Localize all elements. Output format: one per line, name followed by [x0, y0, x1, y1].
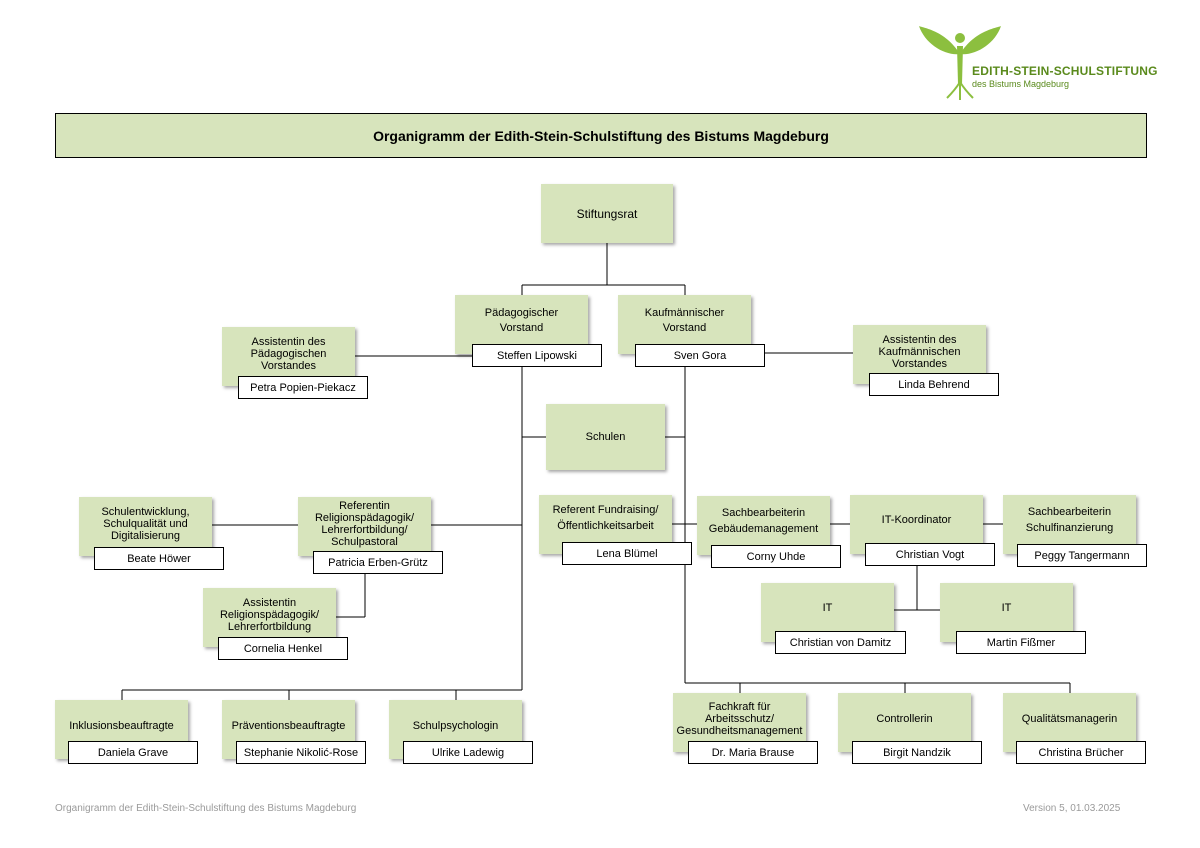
node-referentin-religion-person: Patricia Erben-Grütz: [313, 551, 443, 574]
node-qualitaet-role: Qualitätsmanagerin: [1021, 713, 1118, 725]
node-praevention-person: Stephanie Nikolić-Rose: [236, 741, 366, 764]
node-assist-kauf-role: Assistentin des Kaufmännischen Vorstande…: [878, 334, 961, 370]
node-paed-vorstand-person: Steffen Lipowski: [472, 344, 602, 367]
node-schulpsych-person: Ulrike Ladewig: [403, 741, 533, 764]
page-title: Organigramm der Edith-Stein-Schulstiftun…: [55, 113, 1147, 158]
node-assist-religion-person: Cornelia Henkel: [218, 637, 348, 660]
footer-right: Version 5, 01.03.2025: [1023, 803, 1121, 814]
node-schulentwicklung: Schulentwicklung, Schulqualität und Digi…: [79, 497, 212, 556]
node-fundraising-role: Referent Fundraising/ Öffentlichkeitsarb…: [552, 504, 659, 532]
node-schulfinanz-person: Peggy Tangermann: [1017, 544, 1147, 567]
node-it2-role: IT: [1001, 602, 1012, 614]
node-schulentwicklung-person: Beate Höwer: [94, 547, 224, 570]
node-gebaeude-role: Sachbearbeiterin Gebäudemanagement: [708, 507, 819, 535]
logo-tree-icon: [919, 26, 1001, 100]
node-schulen-role: Schulen: [585, 431, 626, 443]
node-referentin-religion: Referentin Religionspädagogik/ Lehrerfor…: [298, 497, 431, 556]
node-praevention-role: Präventionsbeauftragte: [231, 720, 346, 732]
node-referentin-religion-role: Referentin Religionspädagogik/ Lehrerfor…: [314, 500, 415, 548]
node-it1-role: IT: [822, 602, 833, 614]
node-arbeitsschutz-person: Dr. Maria Brause: [688, 741, 818, 764]
node-qualitaet-person: Christina Brücher: [1016, 741, 1146, 764]
node-fundraising-person: Lena Blümel: [562, 542, 692, 565]
node-controllerin-role: Controllerin: [876, 713, 933, 725]
node-assist-kauf-person: Linda Behrend: [869, 373, 999, 396]
node-inklusion-person: Daniela Grave: [68, 741, 198, 764]
node-stiftungsrat: Stiftungsrat: [541, 184, 673, 243]
node-it-koord-person: Christian Vogt: [865, 543, 995, 566]
footer-left: Organigramm der Edith-Stein-Schulstiftun…: [55, 803, 357, 814]
node-assist-paed-person: Petra Popien-Piekacz: [238, 376, 368, 399]
node-stiftungsrat-role: Stiftungsrat: [576, 206, 638, 221]
node-gebaeude-person: Corny Uhde: [711, 545, 841, 568]
node-kauf-vorstand-role: Kaufmännischer Vorstand: [644, 307, 725, 334]
node-arbeitsschutz-role: Fachkraft für Arbeitsschutz/ Gesundheits…: [676, 701, 803, 737]
node-it2-person: Martin Fißmer: [956, 631, 1086, 654]
node-schulen: Schulen: [546, 404, 665, 470]
node-paed-vorstand-role: Pädagogischer Vorstand: [484, 307, 559, 334]
logo-name: EDITH-STEIN-SCHULSTIFTUNG: [972, 64, 1158, 78]
node-schulentwicklung-role: Schulentwicklung, Schulqualität und Digi…: [101, 506, 190, 542]
node-assist-paed-role: Assistentin des Pädagogischen Vorstandes: [250, 336, 327, 372]
node-kauf-vorstand-person: Sven Gora: [635, 344, 765, 367]
node-inklusion-role: Inklusionsbeauftragte: [69, 720, 174, 732]
node-assist-religion-role: Assistentin Religionspädagogik/ Lehrerfo…: [219, 597, 320, 633]
node-schulfinanz-role: Sachbearbeiterin Schulfinanzierung: [1025, 506, 1114, 534]
node-it1-person: Christian von Damitz: [775, 631, 906, 654]
logo-sub: des Bistums Magdeburg: [972, 79, 1070, 89]
node-controllerin-person: Birgit Nandzik: [852, 741, 982, 764]
node-schulpsych-role: Schulpsychologin: [412, 720, 499, 732]
node-it-koord-role: IT-Koordinator: [881, 514, 952, 526]
